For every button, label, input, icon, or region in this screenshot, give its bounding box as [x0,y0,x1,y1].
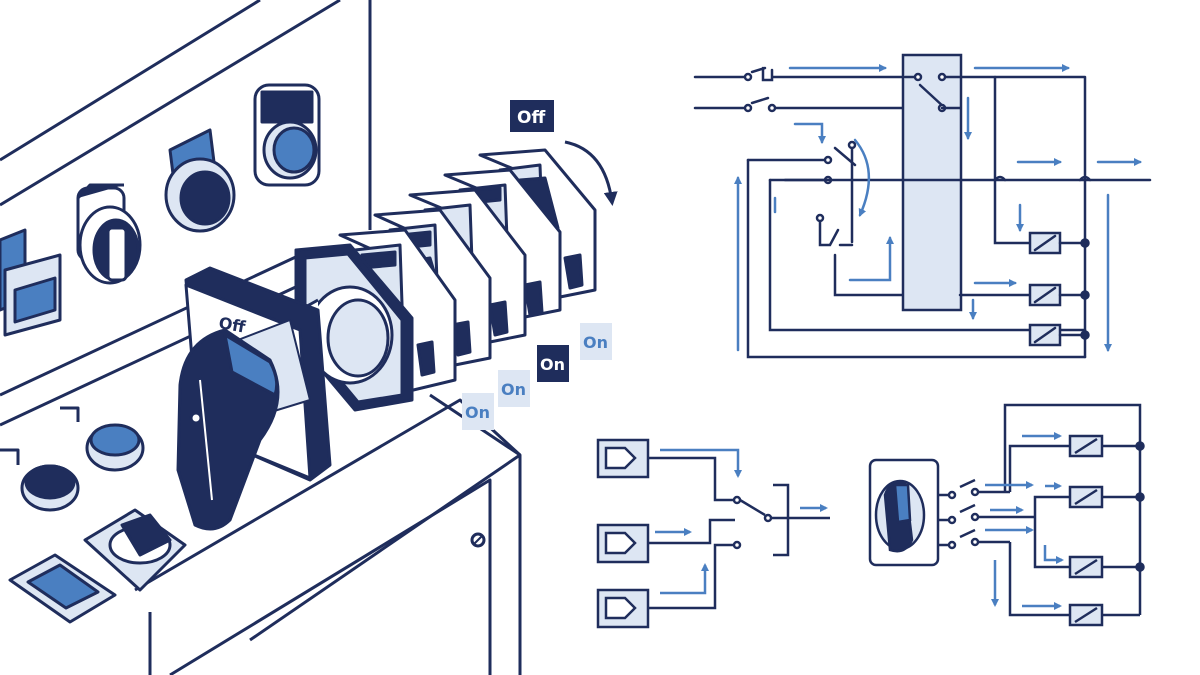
output-schematic [868,403,1145,627]
off-tag-box [510,100,554,132]
panel-controls [0,83,321,624]
on-tag-label-3: On [501,380,526,399]
switch-labels: Off Off On On On On [217,100,618,430]
input-terminal-icon [604,446,637,470]
on-tag-label-1: On [583,333,608,352]
control-panel [0,0,522,675]
on-tag-label-2: On [540,355,565,374]
dial-off-label: Off [217,313,247,337]
on-tag-box-1 [580,323,612,360]
cam-switch-stack [176,148,597,531]
input-schematic [596,438,830,629]
on-tag-box-3 [498,370,530,407]
on-tag-box-2 [537,345,569,382]
rotation-arrow-icon [564,140,618,206]
top-schematic [693,53,1152,359]
off-tag-label: Off [517,108,545,128]
on-tag-label-4: On [465,403,490,422]
on-tag-box-4 [462,393,494,430]
